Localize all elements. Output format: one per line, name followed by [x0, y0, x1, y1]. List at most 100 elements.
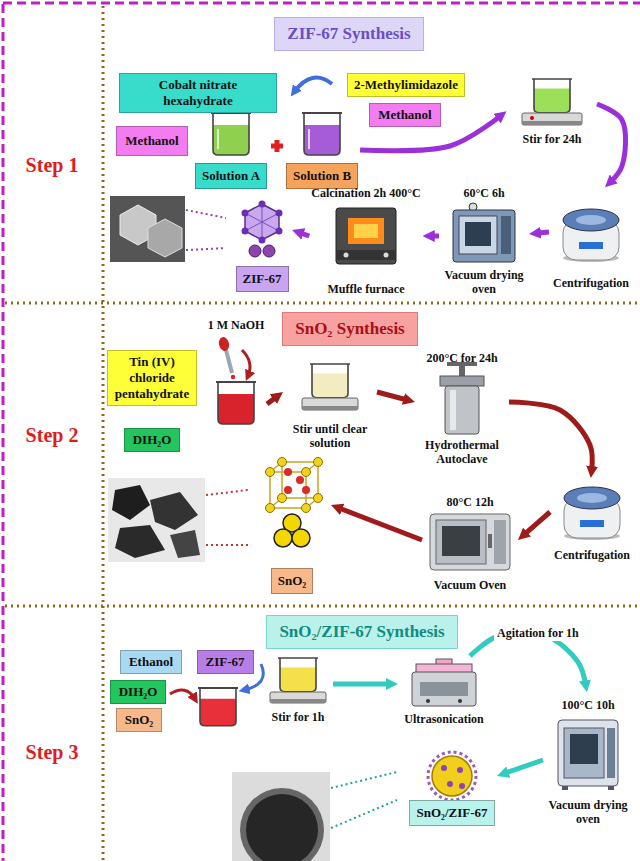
muffle-furnace-icon [344, 253, 349, 258]
stirrer-icon [302, 406, 358, 410]
step-caption: 100°C 10h [561, 698, 614, 712]
vacuum-oven-icon [494, 520, 506, 564]
ultrasonicator-icon [412, 659, 476, 706]
stirrer-icon [278, 658, 318, 692]
process-arrow [267, 396, 277, 404]
dropper-icon [217, 336, 250, 379]
leader-line [206, 490, 248, 545]
reagent-label: Ethanol [129, 654, 173, 670]
beaker-icon [217, 129, 219, 149]
vacuum-oven-icon [488, 534, 492, 548]
step-caption: 60°C 6h [463, 186, 504, 200]
stirrer-icon [532, 79, 572, 113]
zif67-structure [259, 237, 266, 244]
zif67-structure [245, 204, 279, 240]
sno2-structure [266, 468, 275, 477]
centrifuge-icon [579, 242, 603, 249]
core-shell-structure [459, 783, 465, 789]
leader-line [186, 210, 226, 250]
step-caption: Calcination 2h 400°C [311, 186, 420, 200]
sno2-structure [266, 458, 323, 548]
stirrer-icon [534, 89, 570, 113]
step-caption: Ultrasonication [404, 712, 483, 726]
step-caption: 80°C 12h [446, 495, 493, 509]
centrifuge-icon [576, 215, 606, 225]
title-box: SnO₂/ZIF-67 Synthesis [266, 615, 457, 649]
beaker-icon [216, 381, 256, 383]
process-arrow [377, 392, 408, 400]
centrifuge-icon [563, 209, 619, 262]
dropper-icon [226, 350, 232, 373]
process-arrow [333, 682, 391, 687]
step-caption: Vacuum drying oven [545, 798, 631, 826]
reagent-box: ZIF-67 [197, 650, 254, 674]
vacuum-oven-icon [558, 720, 618, 790]
sno2-structure [302, 486, 310, 494]
title-box: ZIF-67 Synthesis [274, 17, 423, 51]
vacuum-oven-icon [558, 720, 618, 786]
reagent-box: DIH₂O [124, 428, 181, 452]
sno2-structure [292, 529, 310, 547]
muffle-furnace-icon [336, 208, 396, 264]
muffle-furnace-icon [384, 253, 389, 258]
column-divider [103, 6, 104, 861]
reagent-label: Methanol [378, 107, 431, 123]
centrifuge-icon [564, 487, 620, 540]
process-arrow [536, 232, 549, 233]
leader-line [331, 772, 397, 828]
autoclave-icon [450, 390, 456, 430]
process-station: Centrifugation [550, 478, 634, 564]
beaker-icon [218, 382, 254, 424]
stirrer-icon [532, 78, 572, 80]
stirrer-icon [310, 364, 350, 398]
stirrer-icon [522, 113, 582, 125]
step-caption: 200°C for 24h [426, 351, 497, 365]
beaker-icon [304, 125, 340, 155]
core-shell-structure [428, 752, 476, 800]
reagent-label: 2-Methylimidazole [354, 77, 458, 93]
product-node: ZIF-67 [232, 204, 292, 294]
core-shell-structure [432, 756, 472, 796]
title-text: SnO₂/ZIF-67 Synthesis [279, 622, 444, 642]
dropper-icon [217, 336, 230, 352]
step-divider [5, 303, 640, 606]
stirrer-icon [270, 692, 326, 703]
beaker-icon [198, 688, 238, 726]
stirrer-icon [280, 658, 316, 692]
process-station: Stir until clear solution [283, 362, 377, 452]
reagent-box: Methanol [116, 126, 187, 156]
sno2-structure [266, 504, 275, 513]
vacuum-oven-icon [607, 728, 615, 778]
stirrer-icon [278, 657, 318, 659]
step-caption: Stir for 1h [272, 710, 325, 724]
zif67-structure [263, 245, 275, 257]
zif67-structure [249, 245, 261, 257]
stirrer-icon [312, 374, 348, 398]
autoclave-icon [440, 376, 484, 386]
process-station: Calcination 2h 400°CMuffle furnace [309, 184, 422, 298]
core-shell-structure [457, 767, 463, 773]
sno2-structure [284, 468, 292, 476]
reagent-label: Cobalt nitrate hexahydrate [128, 77, 268, 109]
column-divider [102, 6, 105, 861]
stirrer-icon [534, 79, 570, 113]
zif67-structure [242, 201, 283, 258]
ultrasonicator-icon [426, 699, 430, 703]
tem-image [170, 530, 200, 558]
step-divider [5, 605, 640, 608]
stirrer-icon [270, 699, 326, 703]
step-divider [5, 302, 640, 305]
leader-line [206, 490, 248, 545]
zif67-structure [242, 228, 249, 235]
step-caption: Centrifugation [553, 276, 629, 290]
step-panel: Step 3SnO₂/ZIF-67 SynthesisEthanolZIF-67… [4, 608, 640, 861]
leader-line [186, 210, 226, 250]
tem-image [150, 492, 198, 530]
vacuum-oven-icon [570, 734, 598, 764]
dropper-icon [242, 350, 250, 376]
muffle-furnace-icon [354, 224, 378, 238]
beaker-icon [200, 688, 236, 726]
vacuum-oven-icon [430, 514, 510, 570]
reagent-label: Methanol [125, 133, 178, 149]
reagent-box: Cobalt nitrate hexahydrate [119, 73, 277, 113]
